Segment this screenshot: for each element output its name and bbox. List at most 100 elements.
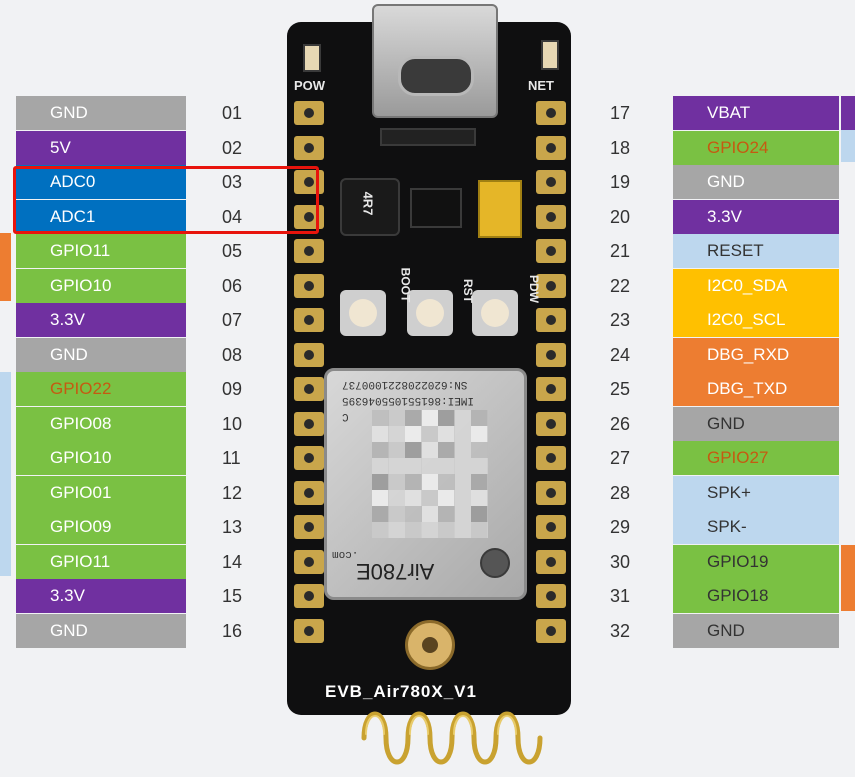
power-button[interactable] (472, 290, 518, 336)
mosaic-block (421, 458, 438, 474)
mosaic-block (421, 506, 438, 522)
left-header-pad (294, 135, 324, 160)
left-pin-label: 5V (16, 130, 186, 165)
left-pin-number: 10 (222, 413, 243, 434)
pad-hole (304, 453, 314, 463)
right-header-pad (536, 480, 566, 505)
right-pin-label: SPK+ (673, 475, 839, 510)
pad-hole (546, 315, 556, 325)
mosaic-block (405, 442, 421, 458)
right-header-pad (536, 273, 566, 298)
left-header-pad (294, 342, 324, 367)
right-pin-label: GPIO27 (673, 441, 839, 475)
pad-hole (546, 211, 556, 222)
left-pin-number: 06 (222, 275, 243, 296)
pad-hole (304, 280, 314, 291)
pad-hole (304, 384, 314, 394)
boot-button[interactable] (340, 290, 386, 336)
pad-hole (304, 315, 314, 325)
mosaic-block (454, 410, 471, 426)
mosaic-block (405, 474, 421, 490)
pad-hole (546, 453, 556, 463)
module-brand: Air780E (356, 559, 435, 584)
left-pin-label: 3.3V (16, 579, 186, 613)
mosaic-block (438, 490, 454, 506)
pad-hole (546, 384, 556, 394)
right-pin-number: 17 (610, 103, 631, 123)
right-pin-label: GPIO24 (673, 130, 839, 165)
net-led-icon (541, 40, 559, 70)
left-pin-number: 02 (222, 137, 243, 158)
pad-hole (304, 142, 314, 153)
right-pin-label: I2C0_SCL (673, 303, 839, 337)
mosaic-block (372, 458, 388, 474)
mosaic-block (421, 442, 438, 458)
pad-hole (546, 487, 556, 498)
mosaic-block (454, 474, 471, 490)
mosaic-block (372, 506, 388, 522)
mosaic-block (421, 426, 438, 442)
left-pin-number: 08 (222, 344, 243, 365)
pad-hole (546, 591, 556, 601)
reset-button[interactable] (407, 290, 453, 336)
mosaic-block (405, 522, 421, 538)
left-pin-label: ADC0 (16, 165, 186, 199)
mosaic-block (372, 474, 388, 490)
mosaic-block (438, 522, 454, 538)
right-pin-label: I2C0_SDA (673, 268, 839, 303)
left-pin-label: GPIO10 (16, 268, 186, 303)
mosaic-block (405, 506, 421, 522)
mosaic-block (454, 442, 471, 458)
left-pin-label: GPIO01 (16, 475, 186, 510)
mosaic-block (471, 458, 487, 474)
left-header-pad (294, 101, 324, 125)
pad-hole (546, 246, 556, 256)
right-header-pad (536, 446, 566, 470)
right-header-pad (536, 239, 566, 263)
left-pin-label: ADC1 (16, 199, 186, 234)
pad-hole (304, 591, 314, 601)
right-pin-number: 24 (610, 344, 631, 365)
mosaic-block (372, 442, 388, 458)
left-pin-number: 14 (222, 551, 243, 572)
right-pin-number: 28 (610, 482, 631, 503)
module-sn: SN:6202208221000737 (342, 378, 468, 390)
left-pin-number: 13 (222, 517, 243, 537)
mosaic-block (471, 522, 487, 538)
pad-hole (304, 349, 314, 360)
right-pin-number: 25 (610, 379, 631, 399)
left-pin-number: 12 (222, 482, 243, 503)
right-header-pad (536, 308, 566, 332)
left-pin-label: GND (16, 337, 186, 372)
right-header-pad (536, 170, 566, 194)
mosaic-block (454, 506, 471, 522)
module-imei: IMEI:861551055046395 (342, 394, 475, 406)
mosaic-block (454, 426, 471, 442)
mosaic-block (421, 410, 438, 426)
mosaic-block (471, 426, 487, 442)
spring-antenna-icon (361, 711, 543, 765)
right-header-pad (536, 342, 566, 367)
right-pin-number: 19 (610, 172, 631, 192)
inductor-mark: 4R7 (360, 191, 376, 216)
pad-hole (304, 108, 314, 118)
left-pin-label: GPIO11 (16, 234, 186, 268)
left-header-pad (294, 204, 324, 229)
left-pin-label: GPIO10 (16, 441, 186, 475)
pad-hole (304, 487, 314, 498)
right-pin-label: DBG_TXD (673, 372, 839, 406)
left-pin-label: GPIO08 (16, 406, 186, 441)
mosaic-block (471, 410, 487, 426)
right-pin-number: 29 (610, 517, 631, 537)
left-pin-label: GPIO22 (16, 372, 186, 406)
right-pin-number: 27 (610, 448, 631, 468)
left-pin-number: 15 (222, 586, 243, 606)
pad-hole (546, 349, 556, 360)
mosaic-block (471, 442, 487, 458)
mosaic-block (405, 458, 421, 474)
mosaic-block (372, 522, 388, 538)
right-header-pad (536, 377, 566, 401)
module-site: .com (332, 548, 359, 560)
pad-hole (546, 625, 556, 636)
left-header-pad (294, 446, 324, 470)
